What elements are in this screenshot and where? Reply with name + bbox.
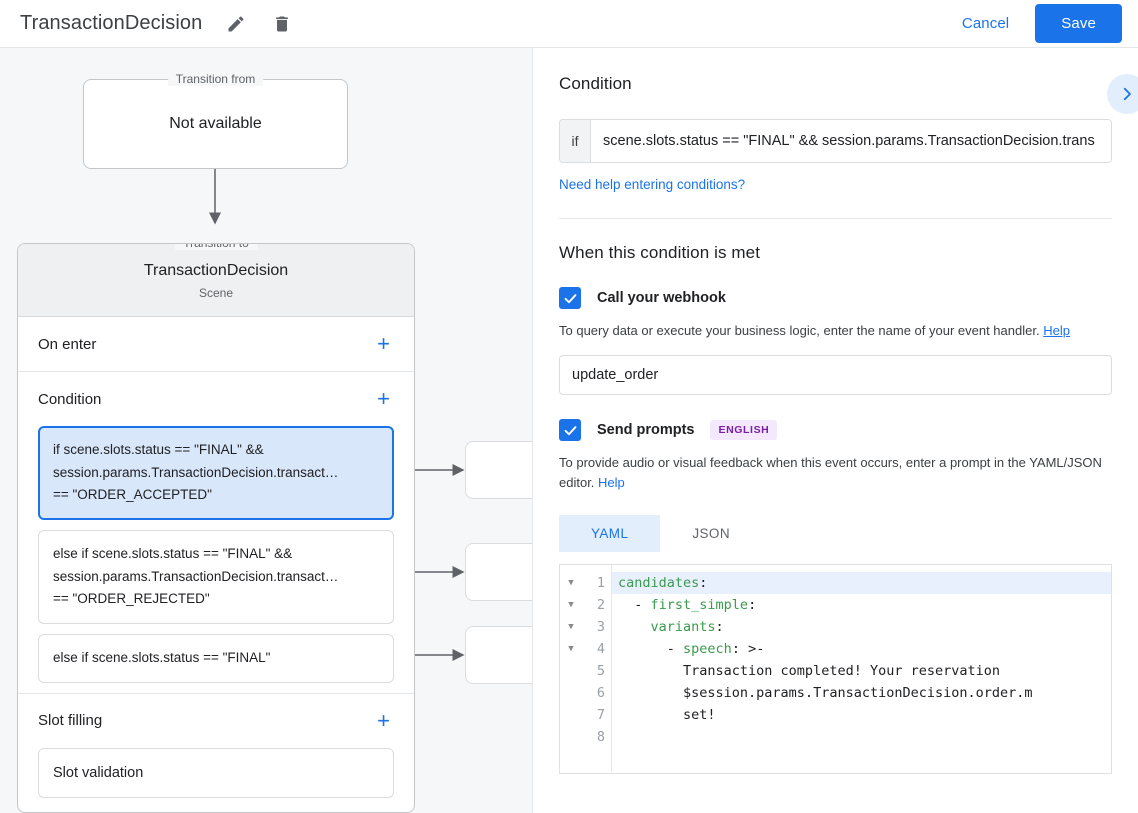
page-title: TransactionDecision: [20, 12, 203, 34]
code-line-number: 7: [596, 707, 605, 724]
editor-format-tabs: YAML JSON: [559, 515, 1112, 553]
code-line: variants:: [650, 619, 724, 636]
tab-yaml[interactable]: YAML: [559, 515, 661, 553]
detail-panel: Condition if Need help entering conditio…: [532, 48, 1138, 813]
webhook-help-link[interactable]: Help: [1043, 323, 1070, 338]
target-node[interactable]: [465, 441, 532, 499]
when-condition-met-section: When this condition is met Call your web…: [533, 219, 1138, 775]
when-met-heading: When this condition is met: [559, 243, 761, 262]
webhook-checkbox[interactable]: [559, 287, 581, 309]
scene-graph-canvas[interactable]: Transition from Not available Transition…: [0, 48, 532, 813]
target-node[interactable]: [465, 626, 532, 684]
condition-if-prefix: if: [560, 120, 591, 162]
condition-card[interactable]: else if scene.slots.status == "FINAL": [38, 634, 394, 683]
send-prompts-label: Send prompts: [597, 422, 695, 439]
prompts-description: To provide audio or visual feedback when…: [559, 453, 1111, 493]
prompts-help-link[interactable]: Help: [598, 475, 625, 491]
condition-heading: Condition: [559, 74, 632, 93]
code-line: $session.params.TransactionDecision.orde…: [618, 685, 1033, 702]
condition-input-group[interactable]: if: [559, 119, 1112, 163]
send-prompts-checkbox[interactable]: [559, 419, 581, 442]
slot-validation-card[interactable]: Slot validation: [38, 747, 394, 798]
scene-name: TransactionDecision: [143, 262, 289, 279]
save-button[interactable]: Save: [1035, 4, 1122, 43]
section-title-condition: Condition: [38, 390, 102, 408]
code-fold-arrow-icon[interactable]: ▼: [568, 622, 574, 633]
scene-type: Scene: [198, 286, 234, 300]
code-line-numbers: 1 2 3 4 5 6 7 8: [582, 565, 612, 774]
transition-to-box[interactable]: Transition to TransactionDecision Scene …: [17, 243, 415, 813]
code-line-number: 2: [596, 597, 605, 614]
code-fold-spacer: [560, 704, 582, 726]
code-content[interactable]: candidates: - first_simple: variants: - …: [612, 565, 1111, 774]
code-fold-spacer: [560, 682, 582, 704]
code-fold-spacer: [560, 660, 582, 682]
webhook-description: To query data or execute your business l…: [559, 321, 1111, 341]
tab-json[interactable]: JSON: [692, 526, 730, 542]
code-line: [612, 726, 1111, 748]
code-fold-arrow-icon[interactable]: ▼: [568, 578, 574, 589]
code-line: Transaction completed! Your reservation: [618, 663, 1001, 680]
language-badge: ENGLISH: [710, 420, 778, 441]
add-slot-filling-button[interactable]: +: [377, 707, 390, 733]
webhook-checkbox-row: Call your webhook: [559, 287, 1112, 309]
section-on-enter: On enter +: [18, 317, 414, 372]
chevron-right-icon[interactable]: [1107, 74, 1138, 114]
transition-from-box[interactable]: Transition from Not available: [83, 72, 348, 169]
section-divider: [559, 218, 1112, 219]
code-line-number: 8: [596, 729, 605, 746]
transition-from-value: Not available: [169, 115, 262, 132]
code-line-number: 6: [596, 685, 605, 702]
add-on-enter-button[interactable]: +: [377, 331, 390, 356]
code-line-number: 4: [596, 641, 605, 658]
target-node[interactable]: [465, 543, 532, 601]
condition-input[interactable]: [591, 120, 1111, 162]
code-fold-spacer: [560, 726, 582, 748]
condition-help-link[interactable]: Need help entering conditions?: [559, 177, 746, 192]
webhook-description-text: To query data or execute your business l…: [559, 323, 1040, 338]
section-title-on-enter: On enter: [38, 335, 97, 353]
code-line: - speech: >-: [618, 641, 765, 658]
top-bar-actions: Cancel Save: [948, 4, 1138, 43]
add-condition-button[interactable]: +: [377, 386, 390, 411]
trash-icon[interactable]: [270, 12, 294, 36]
prompts-description-text: To provide audio or visual feedback when…: [559, 455, 1102, 491]
condition-section: Condition if Need help entering conditio…: [533, 48, 1138, 219]
code-fold-arrow-icon[interactable]: ▼: [568, 600, 574, 611]
pencil-icon[interactable]: [224, 12, 248, 36]
code-fold-column: ▼ ▼ ▼ ▼: [560, 565, 582, 774]
send-prompts-checkbox-row: Send prompts ENGLISH: [559, 419, 1112, 442]
code-line-number: 5: [596, 663, 605, 680]
condition-card[interactable]: if scene.slots.status == "FINAL" && sess…: [38, 426, 394, 521]
transition-from-legend: Transition from: [167, 72, 264, 86]
section-title-slot-filling: Slot filling: [38, 712, 103, 730]
code-fold-arrow-icon[interactable]: ▼: [568, 644, 574, 655]
cancel-button[interactable]: Cancel: [948, 7, 1023, 40]
yaml-code-editor[interactable]: ▼ ▼ ▼ ▼ 1 2 3 4 5 6 7 8 candidates: - first_simple…: [559, 564, 1112, 775]
section-slot-filling: Slot filling + Slot validation: [18, 694, 414, 798]
code-line-number: 3: [596, 619, 605, 636]
transition-to-legend: Transition to: [175, 244, 257, 250]
scene-header: TransactionDecision Scene: [18, 244, 414, 317]
webhook-handler-input[interactable]: [559, 355, 1112, 396]
condition-card[interactable]: else if scene.slots.status == "FINAL" &&…: [38, 530, 394, 625]
webhook-label: Call your webhook: [597, 290, 726, 306]
code-line: set!: [618, 707, 716, 724]
code-line-number: 1: [596, 575, 605, 592]
code-line: - first_simple:: [618, 597, 757, 614]
top-app-bar: TransactionDecision Cancel Save: [0, 0, 1138, 48]
code-line: candidates:: [612, 572, 1111, 595]
section-condition: Condition + if scene.slots.status == "FI…: [18, 372, 414, 694]
